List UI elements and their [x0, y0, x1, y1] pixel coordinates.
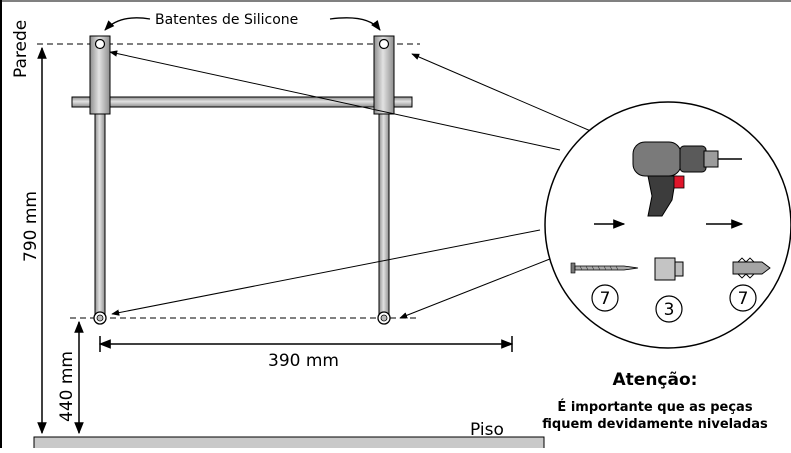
- left-wall-bracket: [89, 35, 111, 115]
- pointer-top-right: [411, 53, 601, 136]
- drill-trigger: [673, 175, 685, 189]
- warning-title: Atenção:: [613, 370, 698, 390]
- silicone-label: Batentes de Silicone: [155, 12, 298, 28]
- pointer-bottom-right: [399, 254, 561, 319]
- right-wall-bracket: [373, 35, 395, 115]
- floor-label: Piso: [470, 420, 504, 440]
- width-label: 390 mm: [268, 351, 339, 371]
- top-right-bumper: [378, 38, 390, 50]
- qty-anchor-value: 7: [738, 289, 749, 309]
- qty-bumper-value: 3: [664, 300, 675, 320]
- height-floor-label: 440 mm: [57, 351, 77, 422]
- height-total-label: 790 mm: [21, 191, 41, 262]
- right-leg: [378, 107, 390, 319]
- warning-line-2: fiquem devidamente niveladas: [542, 417, 768, 432]
- bottom-left-foot-center: [96, 314, 104, 322]
- qty-screw-value: 7: [600, 289, 611, 309]
- qty-anchor: 7: [729, 284, 757, 312]
- wall-anchor-icon: [732, 257, 771, 279]
- warning-line-1: É importante que as peças: [557, 399, 752, 415]
- screw-icon: [570, 262, 639, 274]
- qty-bumper: 3: [655, 295, 683, 323]
- crossbar: [71, 96, 413, 108]
- bottom-right-foot-center: [380, 314, 388, 322]
- silicone-arrow-left: [104, 17, 151, 31]
- pointer-bottom-left: [111, 229, 541, 316]
- floor-slab: [33, 436, 545, 452]
- drill-icon: [632, 141, 742, 217]
- wall-label: Parede: [11, 20, 31, 78]
- silicone-bumper-icon: [654, 257, 684, 281]
- left-leg: [94, 107, 106, 319]
- pointer-top-left: [109, 50, 561, 151]
- silicone-arrow-right: [329, 17, 381, 31]
- qty-screw: 7: [591, 284, 619, 312]
- top-left-bumper: [94, 38, 106, 50]
- rack-frame: [71, 35, 413, 325]
